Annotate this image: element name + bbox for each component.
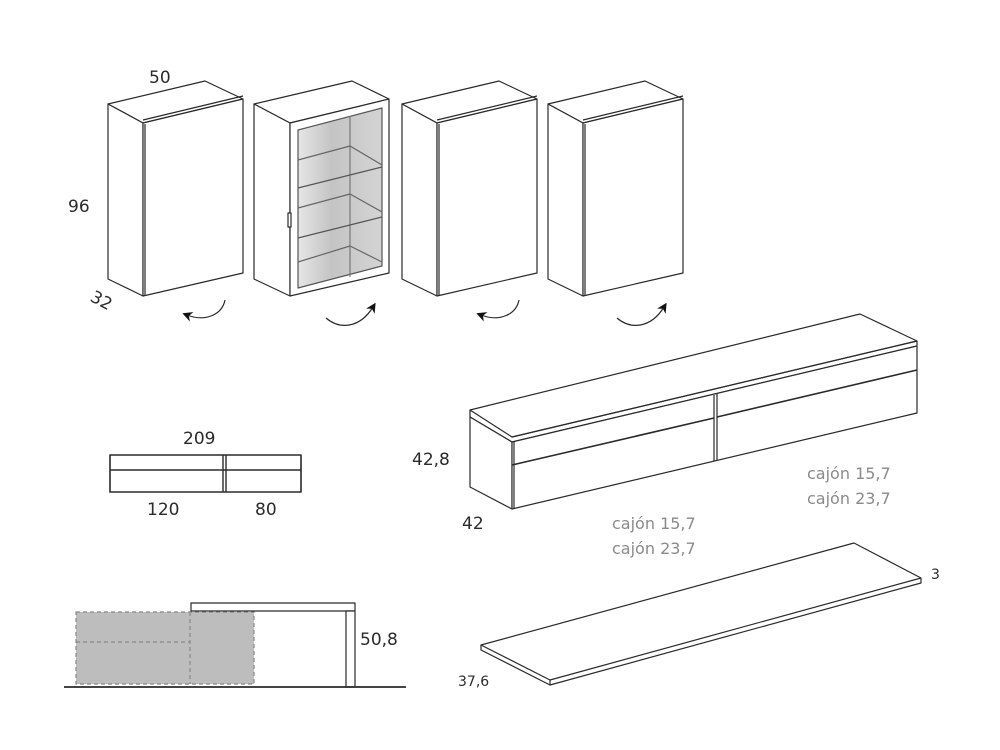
drawer-right-bottom-label: cajón 23,7 (807, 489, 891, 508)
plan-left-width-label: 120 (147, 500, 180, 520)
top-panel-thickness-label: 3 (931, 567, 940, 583)
wall-cabinet-1 (107, 80, 244, 322)
wall-cabinet-4 (547, 80, 684, 326)
top-panel-depth-label: 37,6 (458, 674, 490, 690)
sideboard-with-drawers (469, 313, 918, 510)
sideboard-height-label: 42,8 (412, 450, 450, 470)
open-left-arrow-icon (182, 299, 226, 322)
side-elevation-height-label: 50,8 (360, 630, 398, 650)
top-panel (480, 542, 922, 686)
wall-cabinet-3 (401, 80, 538, 322)
open-right-arrow-icon (325, 302, 376, 326)
open-left-arrow-icon (476, 299, 520, 322)
cabinet-height-label: 96 (68, 197, 90, 217)
open-right-arrow-icon (616, 302, 667, 326)
sideboard-depth-label: 42 (462, 514, 484, 534)
drawer-left-bottom-label: cajón 23,7 (612, 539, 696, 558)
drawer-left-top-label: cajón 15,7 (612, 514, 696, 533)
side-elevation-diagram (64, 602, 406, 688)
plan-right-width-label: 80 (255, 500, 277, 520)
drawer-right-top-label: cajón 15,7 (807, 464, 891, 483)
plan-total-width-label: 209 (183, 429, 216, 449)
plan-view-diagram (109, 454, 302, 493)
wall-cabinet-2-glass (253, 80, 390, 326)
cabinet-width-label: 50 (149, 68, 171, 88)
